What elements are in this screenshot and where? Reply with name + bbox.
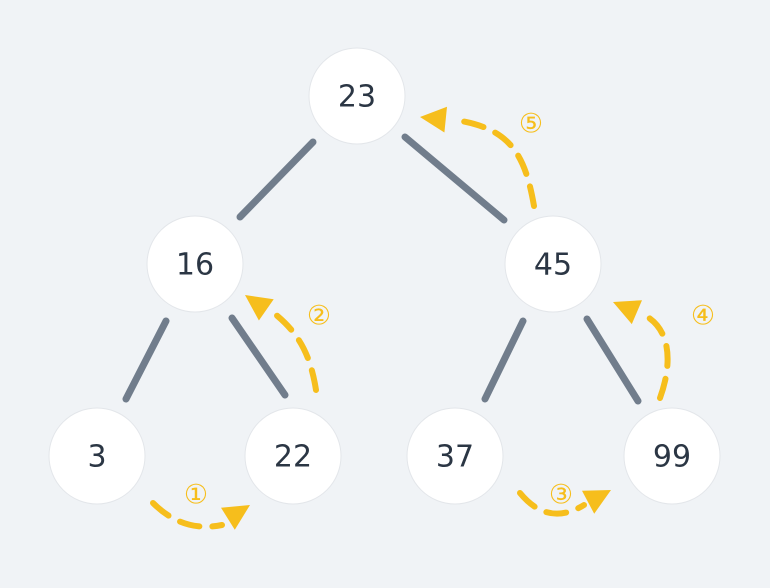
node-circle	[623, 407, 721, 505]
step-arrow-line	[517, 490, 587, 517]
tree-edges	[122, 133, 642, 405]
node-value-label: 16	[176, 248, 214, 283]
node-value-label: 99	[653, 440, 691, 475]
node-circle	[48, 407, 146, 505]
step-arrow-4: ④	[613, 300, 715, 401]
tree-node-45: 45	[504, 215, 602, 313]
node-value-label: 22	[274, 440, 312, 475]
tree-node-99: 99	[623, 407, 721, 505]
node-value-label: 23	[338, 80, 376, 115]
arrowhead-icon	[245, 295, 274, 321]
node-circle	[406, 407, 504, 505]
tree-edge-n23-n45	[401, 133, 508, 224]
tree-node-16: 16	[146, 215, 244, 313]
node-value-label: 3	[87, 440, 106, 475]
arrowhead-icon	[582, 490, 611, 514]
arrowhead-icon	[420, 106, 447, 133]
step-number-label: ②	[307, 301, 331, 332]
tree-node-23: 23	[308, 47, 406, 145]
step-arrow-line	[643, 313, 671, 401]
tree-edge-n45-n37	[481, 317, 527, 403]
tree-node-22: 22	[244, 407, 342, 505]
step-number-label: ③	[549, 480, 573, 511]
traversal-steps: ① ② ③ ④ ⑤	[150, 106, 715, 530]
node-circle	[146, 215, 244, 313]
tree-nodes: 23 16 45 3 22 37 99	[48, 47, 721, 505]
tree-edge-n23-n16	[236, 138, 317, 221]
step-arrow-line	[452, 117, 537, 209]
step-arrow-2: ②	[245, 295, 331, 393]
step-number-label: ①	[184, 480, 208, 511]
tree-edge-n16-n22	[228, 314, 289, 399]
node-circle	[244, 407, 342, 505]
step-arrow-line	[272, 311, 319, 393]
node-value-label: 45	[534, 248, 572, 283]
tree-edge-n16-n3	[122, 317, 170, 403]
tree-node-37: 37	[406, 407, 504, 505]
step-arrow-1: ①	[150, 480, 250, 530]
step-number-label: ⑤	[519, 109, 543, 140]
arrowhead-icon	[613, 300, 642, 325]
node-circle	[504, 215, 602, 313]
arrowhead-icon	[221, 505, 250, 530]
step-arrow-5: ⑤	[420, 106, 543, 209]
node-value-label: 37	[436, 440, 474, 475]
step-arrow-line	[150, 500, 225, 530]
step-number-label: ④	[691, 301, 715, 332]
node-circle	[308, 47, 406, 145]
tree-node-3: 3	[48, 407, 146, 505]
tree-edge-n45-n99	[583, 315, 642, 405]
step-arrow-3: ③	[517, 480, 611, 517]
